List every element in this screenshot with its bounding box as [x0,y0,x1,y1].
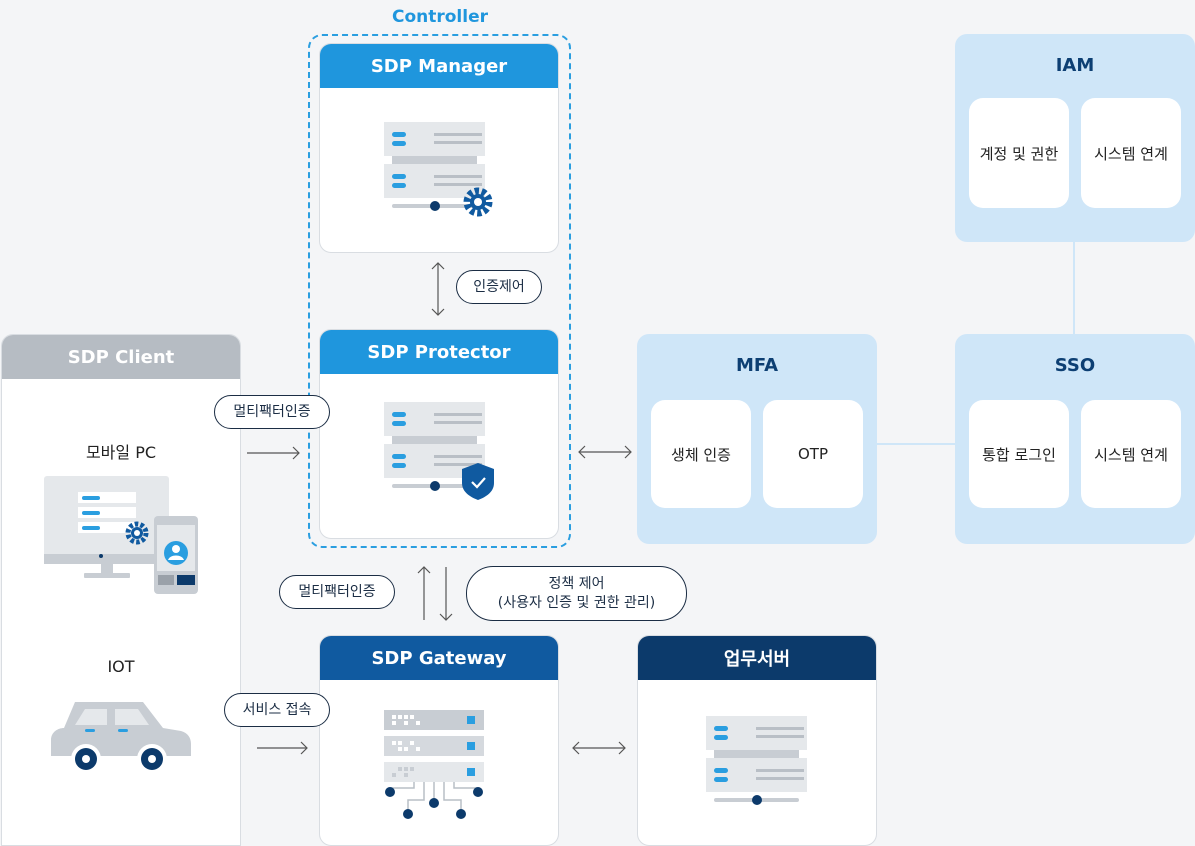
sso-panel: SSO 통합 로그인 시스템 연계 [955,334,1195,544]
sdp-client-title: SDP Client [2,335,240,379]
mfa-panel: MFA 생체 인증 OTP [637,334,877,544]
monitor-phone-icon [44,476,198,594]
sdp-protector-title: SDP Protector [320,330,558,374]
policy-control-line2: (사용자 인증 및 권한 관리) [497,594,656,611]
iam-title: IAM [1055,55,1095,76]
iam-system-integration: 시스템 연계 [1081,98,1181,208]
car-icon [51,702,191,774]
server-shield-icon [384,402,494,500]
protector-gateway-arrows [417,566,453,621]
protector-gateway-mfa-label: 멀티팩터인증 [279,575,395,609]
policy-control-line1: 정책 제어 [548,575,605,592]
iam-panel: IAM 계정 및 권한 시스템 연계 [955,34,1195,242]
mfa-otp: OTP [763,400,863,508]
sso-system-integration: 시스템 연계 [1081,400,1181,508]
mfa-sso-connector [877,443,955,445]
server-gear-icon [384,122,493,217]
policy-control-label: 정책 제어 (사용자 인증 및 권한 관리) [466,566,687,621]
mfa-biometric: 생체 인증 [651,400,751,508]
client-protector-arrow [247,446,300,460]
mobile-pc-label: 모바일 PC [85,443,157,462]
iam-sso-connector [1073,242,1075,334]
mfa-title: MFA [735,355,779,376]
manager-protector-arrow [431,262,445,316]
sso-title: SSO [1054,355,1096,376]
sdp-gateway-title: SDP Gateway [320,636,558,680]
business-server-title: 업무서버 [638,636,876,680]
auth-control-label: 인증제어 [456,270,542,304]
controller-group [308,34,571,548]
gateway-server-arrow [572,741,626,755]
sso-unified-login: 통합 로그인 [969,400,1069,508]
server-icon [706,716,807,805]
controller-title: Controller [391,7,488,27]
iam-account-permission: 계정 및 권한 [969,98,1069,208]
sdp-manager-title: SDP Manager [320,44,558,88]
gateway-network-icon [384,710,484,819]
iot-label: IOT [107,657,135,676]
protector-mfa-arrow [578,445,632,459]
service-access-label: 서비스 접속 [224,693,330,727]
client-gateway-arrow [257,741,308,755]
client-mfa-label: 멀티팩터인증 [214,395,330,429]
sdp-client-card: SDP Client [1,334,241,846]
sdp-manager-card: SDP Manager [319,43,559,253]
